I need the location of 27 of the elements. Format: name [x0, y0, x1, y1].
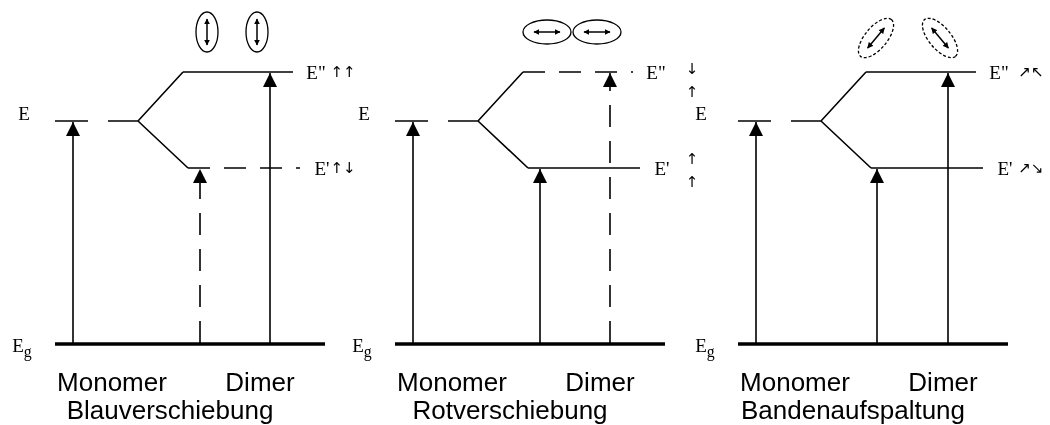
panel-title: Bandenaufspaltung — [740, 397, 966, 423]
dipole-orientation-label: ↑↑ — [330, 64, 356, 80]
dipole-orientation-label: ↑↑ — [684, 148, 700, 192]
energy-level-label: E$_{g}$ — [352, 336, 372, 360]
energy-level-label: E — [695, 103, 707, 123]
axis-label: Monomer — [57, 369, 167, 395]
dipole-orientation-label: ↓↑ — [684, 58, 700, 102]
axis-label: Dimer — [565, 369, 635, 395]
panel-title: Rotverschiebung — [412, 397, 608, 423]
axis-label: Monomer — [740, 369, 850, 395]
dipole-orientation-label: ↑↓ — [330, 160, 356, 176]
energy-level-label: E — [358, 103, 370, 123]
axis-label: Monomer — [397, 369, 507, 395]
energy-level-label: E" — [989, 62, 1009, 82]
energy-level-label: E" — [646, 62, 666, 82]
energy-level-label: E — [18, 103, 30, 123]
energy-level-label: E" — [306, 62, 326, 82]
dipole-orientation-label: ↗↖ — [1018, 64, 1044, 80]
axis-label: Dimer — [908, 369, 978, 395]
energy-level-label: E$_{g}$ — [12, 336, 32, 360]
energy-level-label: E$_{g}$ — [695, 336, 715, 360]
energy-level-label: E' — [997, 158, 1013, 178]
panel-title: Blauverschiebung — [66, 397, 274, 423]
energy-level-label: E' — [314, 158, 330, 178]
dipole-orientation-label: ↗↘ — [1018, 160, 1044, 176]
axis-label: Dimer — [225, 369, 295, 395]
energy-level-label: E' — [654, 158, 670, 178]
